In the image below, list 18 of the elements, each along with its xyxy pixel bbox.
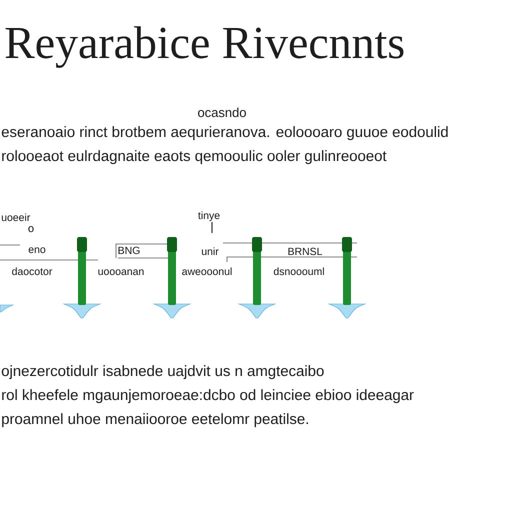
subheading: ocasndo: [198, 108, 246, 118]
part-label: uoooanan: [98, 269, 144, 276]
part-label: eno: [28, 247, 46, 254]
part-label: uoeeir: [2, 213, 30, 222]
part-label: o: [28, 226, 34, 232]
part-label: BNG: [118, 246, 140, 254]
part-label: dsnooouml: [274, 267, 324, 276]
body-text: proamnel uhoe menaiiooroe eetelomr peatilse.: [2, 413, 308, 428]
title: Reyarabice Rivecnnts: [6, 26, 404, 68]
body-text: rolooeaot eulrdagnaite eaots qemooulic ooler gulinreooeot: [2, 150, 386, 164]
part-label: BRNSL: [288, 248, 322, 256]
body-text: rol kheefele mgaunjemoroeae:dcbo od leinciee ebioo ideeagar: [2, 389, 414, 404]
body-text: ojnezercotidulr isabnede uajdvit us n amgtecaibo: [2, 365, 324, 380]
part-label: daocotor: [12, 267, 52, 276]
body-text: eseranoaio rinct brotbem aequrieranova. eoloooaro guuoe eodoulid: [2, 126, 448, 140]
part-label: tinye: [198, 211, 220, 222]
part-label: unir: [202, 247, 219, 256]
part-label: aweooonul: [182, 267, 232, 276]
